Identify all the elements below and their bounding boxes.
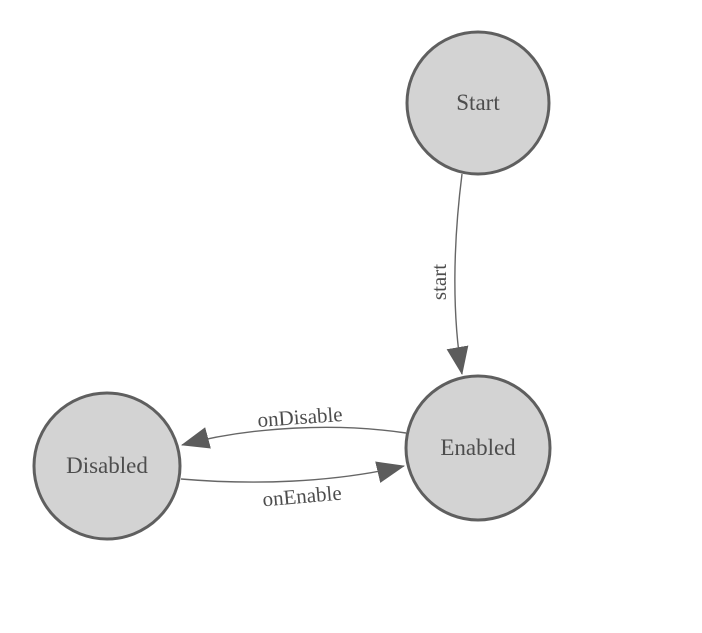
transition-label-ondisable: onDisable [257,402,344,432]
transition-label-start: start [427,264,451,300]
state-circle-disabled [32,391,182,541]
state-circle-enabled [404,374,552,522]
transition-label-onenable: onEnable [261,481,342,512]
state-label-disabled: Disabled [66,453,148,478]
state-node-start: Start [405,30,551,176]
transition-disabled-to-enabled [180,461,405,483]
state-node-enabled: Enabled [404,374,552,522]
state-node-disabled: Disabled [32,391,182,541]
state-label-enabled: Enabled [440,435,516,460]
transition-enabled-to-disabled [181,426,407,449]
state-circle-start [405,30,551,176]
transition-start-to-enabled [446,173,469,375]
state-label-start: Start [456,90,500,115]
